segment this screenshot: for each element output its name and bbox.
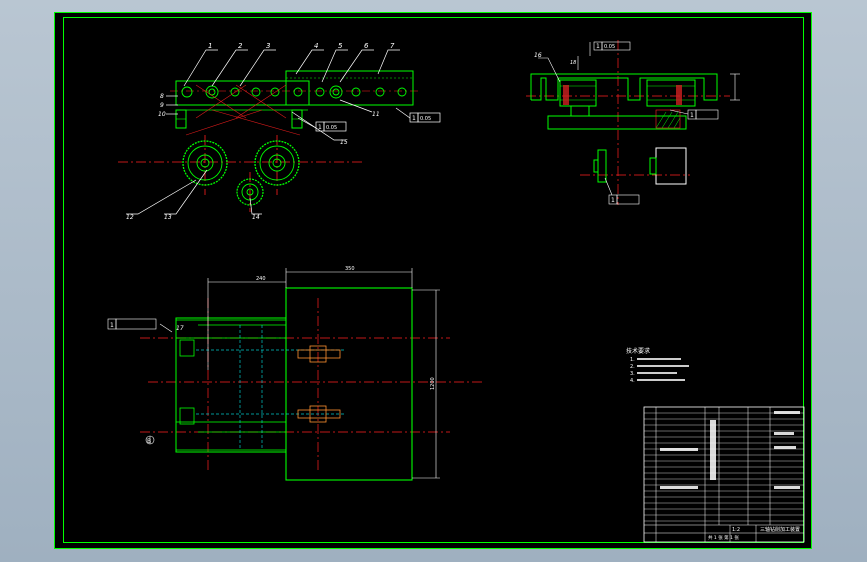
callout-number: 13 — [164, 214, 172, 221]
datum-tag: 1 — [110, 322, 114, 329]
front-view — [118, 49, 441, 215]
callout-number: 1 — [208, 42, 212, 50]
worktable — [285, 287, 413, 481]
datum-tolerance: 0.05 — [326, 125, 337, 131]
base-rail — [175, 80, 310, 106]
callout-number: 10 — [158, 111, 166, 118]
callout-number: 18 — [570, 60, 576, 66]
inner-frame — [63, 17, 804, 543]
callout-number: 15 — [340, 139, 348, 146]
annotation-layer: 1 2 3 4 5 6 7 8 9 10 11 12 13 14 15 16 1… — [110, 42, 800, 541]
plan-view — [107, 268, 484, 481]
outer-frame — [54, 12, 812, 549]
datum-tag: 1 — [412, 115, 416, 122]
callout-number: 16 — [534, 52, 542, 59]
drawing-name: 三轴钻削加工装置 — [760, 526, 800, 533]
sprocket-left — [182, 140, 228, 186]
note-line: 2. — [630, 364, 635, 370]
callout-number: 12 — [126, 214, 134, 221]
notes-title: 技术要求 — [626, 347, 650, 355]
drawing-canvas: 1 2 3 4 5 6 7 8 9 10 11 12 13 14 15 16 1… — [54, 12, 812, 549]
upper-rail — [285, 70, 414, 106]
datum-tag: 1 — [611, 197, 615, 204]
callout-number: 2 — [238, 42, 243, 50]
callout-number: 5 — [338, 42, 343, 50]
dimension-label: 240 — [256, 276, 266, 282]
sheet-info: 共 1 张 第 1 张 — [708, 534, 739, 541]
dimension-label: 1200 — [430, 377, 436, 390]
section-view — [526, 40, 740, 205]
datum-tag: 1 — [318, 124, 322, 131]
scale-value: 1:2 — [732, 527, 740, 533]
datum-tag: 1 — [690, 112, 694, 119]
note-line: 4. — [630, 378, 635, 384]
callout-number: 3 — [266, 42, 270, 50]
dimension-label: 350 — [345, 266, 355, 272]
title-block — [643, 406, 805, 543]
datum-tag: 1 — [596, 43, 600, 50]
drawing-sheet: 1 2 3 4 5 6 7 8 9 10 11 12 13 14 15 16 1… — [54, 12, 812, 549]
note-line: 3. — [630, 371, 635, 377]
callout-number: 4 — [314, 42, 318, 50]
datum-tolerance: 0.05 — [420, 116, 431, 122]
callout-number: 9 — [160, 102, 164, 109]
datum-tolerance: 0.05 — [604, 44, 615, 50]
sprocket-small — [236, 178, 264, 206]
sprocket-right — [254, 140, 300, 186]
callout-number: 8 — [160, 93, 164, 100]
callout-number: 17 — [176, 325, 184, 332]
callout-number: 6 — [364, 42, 369, 50]
callout-number: 11 — [372, 111, 380, 118]
note-line: 1. — [630, 357, 635, 363]
callout-number: 7 — [390, 42, 395, 50]
callout-number: 14 — [252, 214, 260, 221]
section-mark: B — [147, 438, 151, 445]
